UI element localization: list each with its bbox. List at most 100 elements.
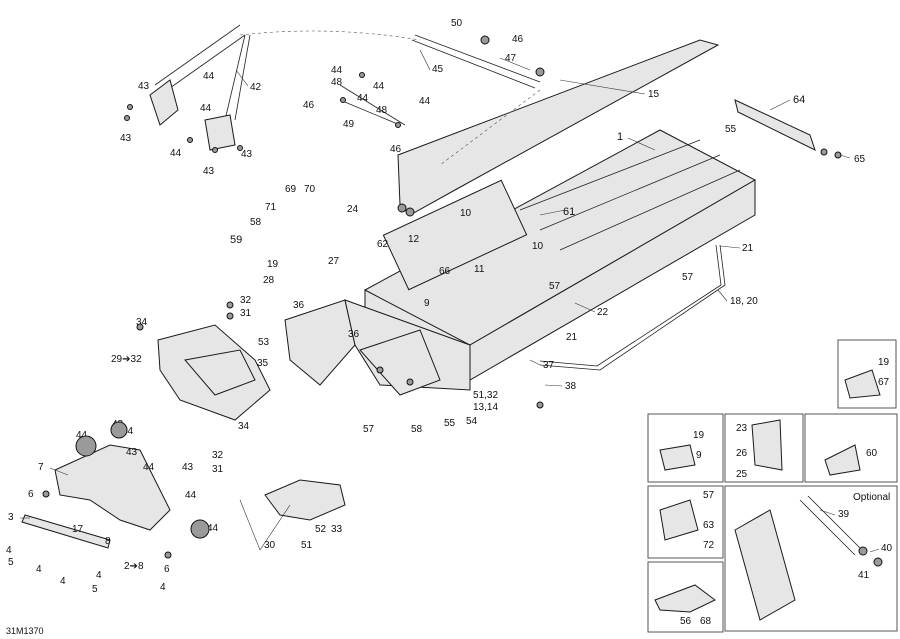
- callout-67: 67: [878, 377, 890, 388]
- inset-top-right: [837, 339, 897, 409]
- callout-25: 25: [736, 469, 748, 480]
- callout-44-j: 44: [143, 462, 155, 473]
- callout-48-b: 48: [376, 105, 388, 116]
- lower-left-bracket: [21, 444, 171, 549]
- callout-28: 28: [263, 275, 275, 286]
- callout-66: 66: [439, 266, 451, 277]
- callout-44-h: 44: [76, 430, 88, 441]
- fasteners: [42, 72, 883, 567]
- callout-40: 40: [881, 543, 893, 554]
- callout-36-a: 36: [293, 300, 305, 311]
- callout-46-b: 46: [303, 100, 315, 111]
- callout-43-d: 43: [203, 166, 215, 177]
- callout-1: 1: [617, 131, 623, 143]
- callout-68: 68: [700, 616, 712, 627]
- callout-27: 27: [328, 256, 340, 267]
- callout-29-32: 29➔32: [111, 354, 142, 365]
- callout-46-a: 46: [512, 34, 524, 45]
- callout-49: 49: [343, 119, 355, 130]
- callout-56: 56: [680, 616, 692, 627]
- callout-57-a: 57: [682, 272, 694, 283]
- callout-43-h: 43: [182, 462, 194, 473]
- front-bumper: [157, 324, 271, 421]
- rear-upper-bracket: [339, 34, 545, 126]
- front-frame: [284, 299, 471, 396]
- callout-50: 50: [451, 18, 463, 29]
- callout-51-32: 51,32: [473, 390, 498, 401]
- callout-12: 12: [408, 234, 420, 245]
- callout-64: 64: [793, 94, 805, 106]
- callout-54: 54: [466, 416, 478, 427]
- callout-55-a: 55: [725, 124, 737, 135]
- callout-11: 11: [474, 264, 485, 275]
- callout-2-8: 2➔8: [124, 561, 144, 572]
- callout-4-e: 4: [160, 582, 166, 593]
- callout-43-g: 43: [126, 447, 138, 458]
- callout-4-a: 4: [6, 545, 12, 556]
- callout-70: 70: [304, 184, 316, 195]
- callout-5-a: 5: [8, 557, 14, 568]
- callout-51: 51: [301, 540, 313, 551]
- callout-18-20: 18, 20: [730, 296, 758, 307]
- callout-44-a: 44: [203, 71, 215, 82]
- callout-7: 7: [38, 462, 44, 473]
- callout-6-a: 6: [28, 489, 34, 500]
- callout-37: 37: [543, 360, 555, 371]
- callout-6-b: 6: [164, 564, 170, 575]
- callout-42: 42: [250, 82, 262, 93]
- callout-9: 9: [424, 298, 430, 309]
- callout-4-b: 4: [36, 564, 42, 575]
- callout-46-c: 46: [390, 144, 402, 155]
- callout-10-b: 10: [532, 241, 544, 252]
- callout-43-c: 43: [241, 149, 253, 160]
- callout-4-c: 4: [60, 576, 66, 587]
- callout-19-inset-a: 19: [878, 357, 890, 368]
- callout-19-a: 19: [267, 259, 279, 270]
- callout-52: 52: [315, 524, 327, 535]
- callout-44-f: 44: [357, 93, 369, 104]
- callout-13-14: 13,14: [473, 402, 498, 413]
- callout-44-e: 44: [373, 81, 385, 92]
- tunnel-assembly: [364, 39, 842, 381]
- callout-43-a: 43: [138, 81, 150, 92]
- callout-55-b: 55: [444, 418, 456, 429]
- callout-10-a: 10: [460, 208, 472, 219]
- callout-44-d: 44: [331, 65, 343, 76]
- inset-row-3: [647, 561, 724, 633]
- callout-69: 69: [285, 184, 297, 195]
- callout-30: 30: [264, 540, 276, 551]
- callout-57-c: 57: [363, 424, 375, 435]
- callout-35: 35: [257, 358, 269, 369]
- callout-44-l: 44: [207, 523, 219, 534]
- lower-mid-bracket: [264, 479, 346, 521]
- diagram-code: 31M1370: [6, 626, 44, 636]
- callout-38: 38: [565, 381, 577, 392]
- optional-label: Optional: [853, 492, 890, 503]
- callout-8: 8: [105, 536, 111, 547]
- steering-support: [149, 24, 251, 151]
- callout-44-g: 44: [419, 96, 431, 107]
- callout-41: 41: [858, 570, 870, 581]
- callout-57-d: 57: [703, 490, 715, 501]
- callouts: 1 2➔8 3 4 4 4 4 4 5 5 6 6 7 8 9 9 10 10 …: [6, 18, 893, 627]
- callout-43-b: 43: [120, 133, 132, 144]
- callout-34-b: 34: [238, 421, 250, 432]
- leader-lines: [20, 49, 880, 553]
- callout-44-k: 44: [185, 490, 197, 501]
- callout-21-b: 21: [566, 332, 578, 343]
- callout-31-a: 31: [240, 308, 252, 319]
- callout-72: 72: [703, 540, 715, 551]
- callout-33: 33: [331, 524, 343, 535]
- callout-57-b: 57: [549, 281, 561, 292]
- callout-58-b: 58: [411, 424, 423, 435]
- callout-4-d: 4: [96, 570, 102, 581]
- callout-45: 45: [432, 64, 444, 75]
- callout-26: 26: [736, 448, 748, 459]
- callout-22: 22: [597, 307, 609, 318]
- callout-60: 60: [866, 448, 878, 459]
- inset-row-2: [647, 485, 898, 632]
- callout-71: 71: [265, 202, 277, 213]
- callout-39: 39: [838, 509, 850, 520]
- callout-9-inset: 9: [696, 450, 702, 461]
- callout-47: 47: [505, 53, 517, 64]
